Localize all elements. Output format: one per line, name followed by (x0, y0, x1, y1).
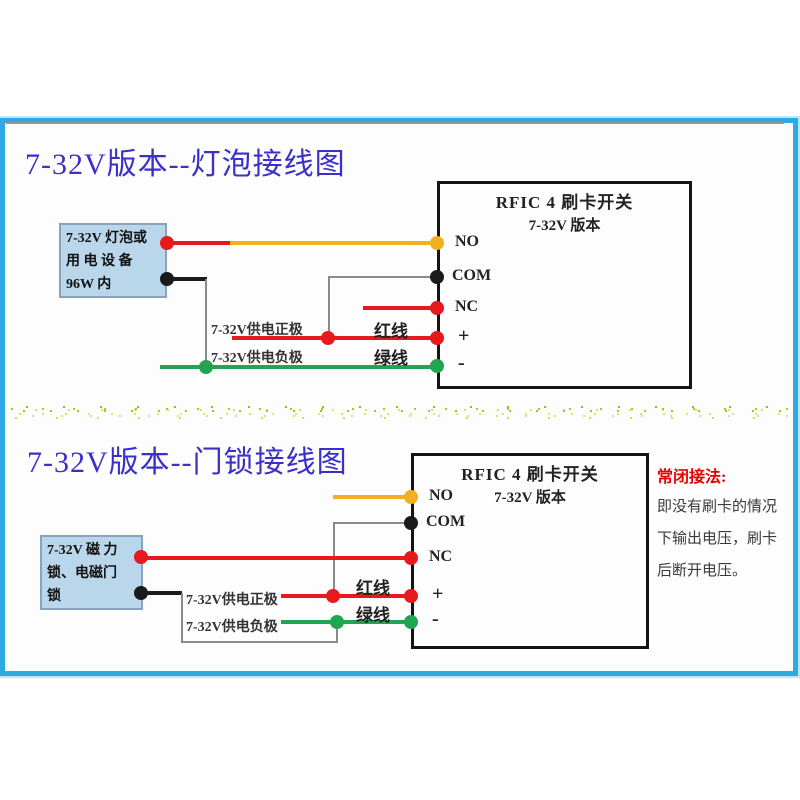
bulb-wire-supply-positive-red (232, 336, 438, 340)
lock-terminal-label-minus: - (432, 608, 439, 630)
lock-terminal-label-plus: + (432, 583, 444, 605)
bulb-wire-com-gray-horizontal (328, 276, 438, 278)
lock-device-name: RFIC 4 刷卡开关 (461, 465, 599, 484)
lock-wire-load-gray-up (336, 622, 338, 643)
lock-supply-negative-label: 7-32V供电负极 (186, 620, 278, 635)
bulb-junction-dot-negative (199, 360, 213, 374)
bulb-load-terminal-dot-black (160, 272, 174, 286)
bulb-red-wire-label: 红线 (374, 322, 408, 341)
bulb-wire-com-gray-vertical (328, 276, 330, 337)
bulb-terminal-label-minus: - (458, 352, 465, 374)
lock-load-terminal-dot-black (134, 586, 148, 600)
bulb-supply-positive-label: 7-32V供电正极 (211, 323, 303, 338)
bulb-terminal-dot-plus (430, 331, 444, 345)
lock-load-terminal-dot-red (134, 550, 148, 564)
bulb-terminal-label-com: COM (452, 267, 492, 284)
lock-junction-dot-negative (330, 615, 344, 629)
lock-wire-supply-positive-red (281, 594, 412, 598)
note-line3: 后断开电压。 (657, 563, 748, 579)
bulb-terminal-label-no: NO (455, 233, 479, 250)
note-line1: 即没有刷卡的情况 (657, 499, 778, 515)
bulb-terminal-label-nc: NC (455, 298, 479, 315)
lock-junction-dot-positive (326, 589, 340, 603)
lock-terminal-label-nc: NC (429, 548, 453, 565)
bulb-wire-load-to-negative-gray (205, 279, 207, 367)
lock-red-wire-label: 红线 (356, 579, 390, 598)
bulb-load-line2: 用 电 设 备 (66, 254, 133, 269)
lock-wire-supply-negative-green (281, 620, 412, 624)
lock-load-line3: 锁 (47, 589, 61, 604)
bulb-load-line1: 7-32V 灯泡或 (66, 231, 148, 246)
bulb-device-version: 7-32V 版本 (528, 218, 601, 234)
lock-wire-load-stub-black (141, 591, 182, 595)
lock-terminal-dot-plus (404, 589, 418, 603)
bulb-load-box: 7-32V 灯泡或 用 电 设 备 96W 内 (59, 223, 167, 298)
bulb-terminal-dot-minus (430, 359, 444, 373)
lock-device-version: 7-32V 版本 (494, 490, 566, 506)
bulb-green-wire-label: 绿线 (374, 349, 408, 368)
lock-terminal-label-no: NO (429, 487, 453, 504)
lock-load-line1: 7-32V 磁 力 (47, 543, 118, 558)
lock-load-box: 7-32V 磁 力 锁、电磁门 锁 (40, 535, 143, 610)
bulb-terminal-label-plus: + (458, 325, 470, 347)
lock-supply-positive-label: 7-32V供电正极 (186, 593, 278, 608)
bulb-load-terminal-dot-red (160, 236, 174, 250)
bulb-device-name: RFIC 4 刷卡开关 (495, 193, 634, 212)
lock-terminal-dot-nc (404, 551, 418, 565)
bulb-load-line3: 96W 内 (66, 277, 112, 292)
lock-wire-load-gray-down (181, 593, 183, 643)
decorative-speckle-divider (8, 399, 788, 425)
bulb-junction-dot-positive (321, 331, 335, 345)
note-line2: 下输出电压，刷卡 (657, 531, 778, 547)
lock-device-box: RFIC 4 刷卡开关 7-32V 版本 (411, 453, 649, 649)
lock-wire-load-gray-bottom (181, 641, 337, 643)
lock-terminal-label-com: COM (426, 513, 466, 530)
bulb-terminal-dot-nc (430, 301, 444, 315)
bulb-diagram-title: 7-32V版本--灯泡接线图 (25, 148, 346, 181)
bulb-supply-negative-label: 7-32V供电负极 (211, 351, 303, 366)
bulb-device-box: RFIC 4 刷卡开关 7-32V 版本 (437, 181, 692, 389)
bulb-wire-supply-negative-green (160, 365, 438, 369)
lock-wire-com-gray-horizontal (333, 522, 412, 524)
bulb-wire-load-stub-black (167, 277, 207, 281)
frame-inner-shadow-line (6, 122, 784, 124)
lock-terminal-dot-minus (404, 615, 418, 629)
bulb-wire-no-yellow (230, 241, 438, 245)
bulb-terminal-dot-no (430, 236, 444, 250)
lock-load-line2: 锁、电磁门 (47, 566, 117, 581)
lock-diagram-title: 7-32V版本--门锁接线图 (27, 446, 348, 479)
lock-terminal-dot-com (404, 516, 418, 530)
note-heading: 常闭接法: (657, 469, 727, 486)
lock-terminal-dot-no (404, 490, 418, 504)
lock-wire-nc-red (141, 556, 412, 560)
bulb-wire-nc-stub-red (363, 306, 438, 310)
bulb-terminal-dot-com (430, 270, 444, 284)
lock-wire-no-stub-yellow (333, 495, 412, 499)
bulb-wire-load-red (167, 241, 231, 245)
lock-green-wire-label: 绿线 (356, 606, 390, 625)
